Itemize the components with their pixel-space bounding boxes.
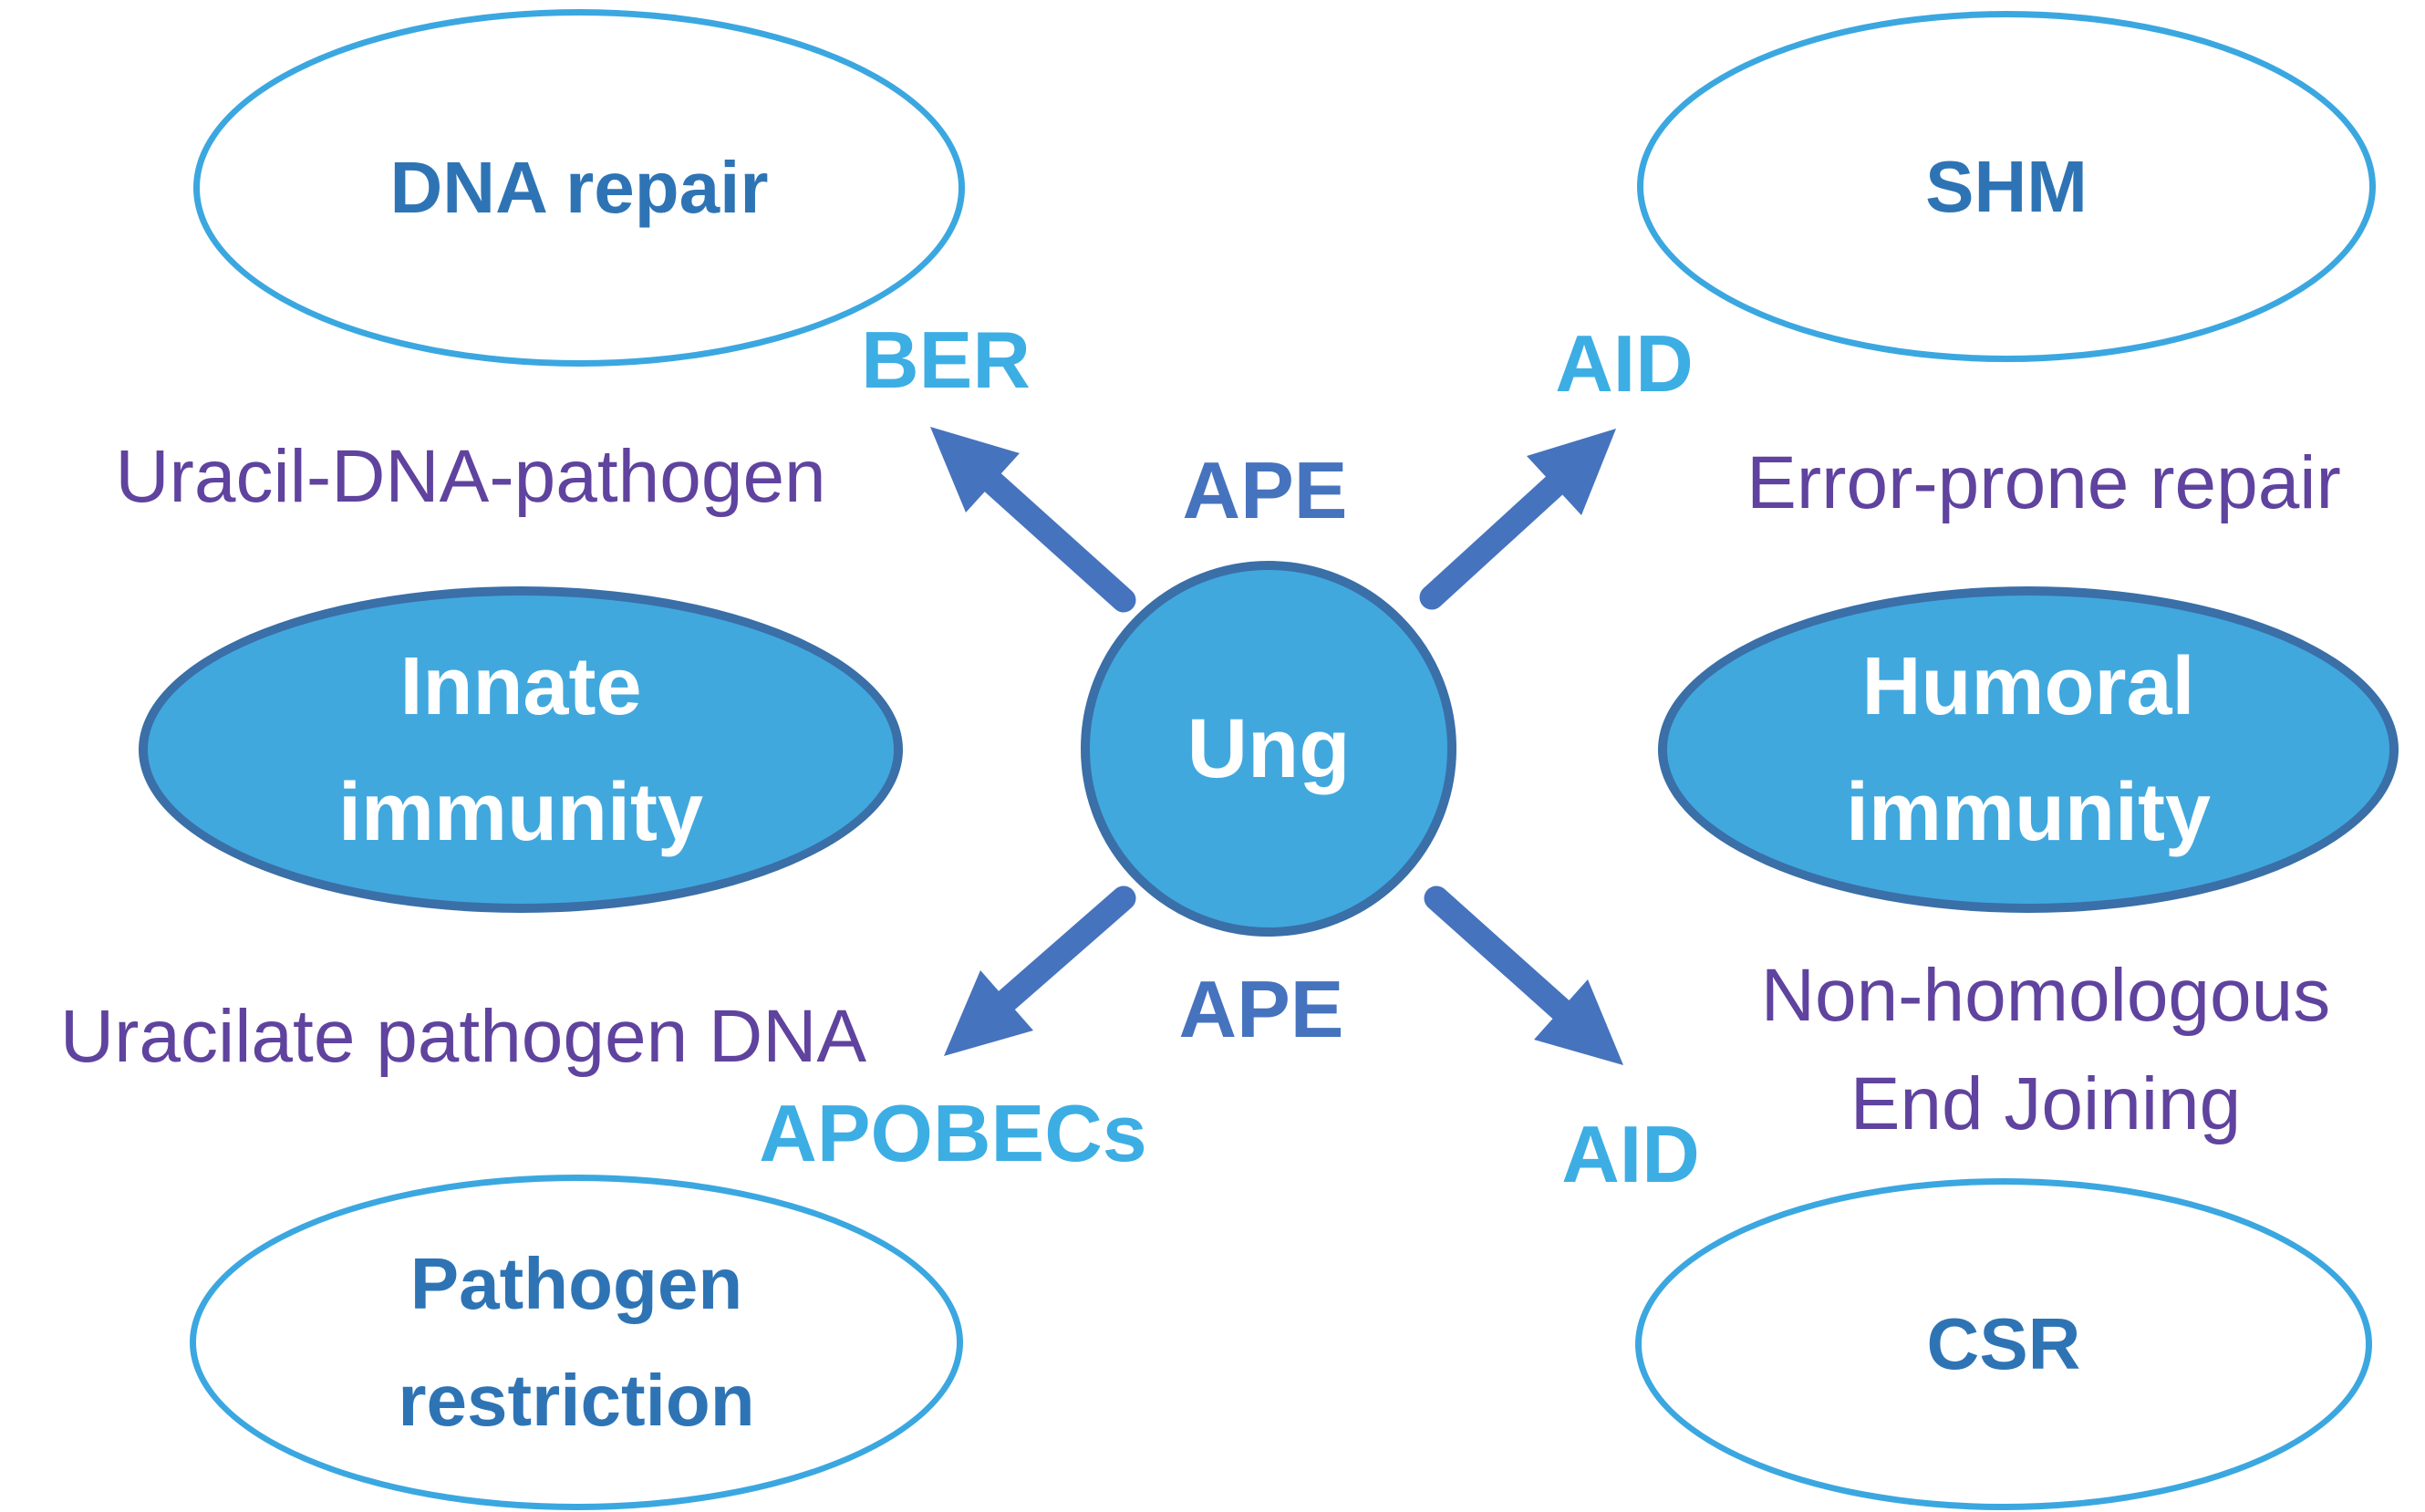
node-innate-immunity-line2: immunity (337, 767, 704, 858)
node-humoral-immunity: Humoral immunity (1658, 586, 2399, 913)
node-csr: CSR (1635, 1178, 2372, 1510)
arrow-ung-to-aid-bottom-head (1534, 979, 1623, 1065)
node-pathogen-restriction-line2: restriction (398, 1360, 755, 1441)
label-apobecs: APOBECs (759, 1088, 1147, 1178)
annotation-uracil-dna-pathogen: Uracil-DNA-pathogen (115, 435, 826, 518)
arrow-ung-to-apobecs (944, 885, 1136, 1056)
node-humoral-immunity-line1: Humoral (1861, 641, 2195, 732)
arrow-ung-to-aid-top (1419, 429, 1616, 610)
arrow-ung-to-ber-head (930, 427, 1020, 513)
node-dna-repair-label: DNA repair (389, 147, 769, 228)
node-innate-immunity-line1: Innate (399, 641, 642, 732)
node-shm-label: SHM (1925, 145, 2088, 227)
node-shm: SHM (1637, 11, 2376, 362)
node-humoral-immunity-line2: immunity (1845, 767, 2212, 858)
label-ape-top: APE (1182, 445, 1348, 535)
annotation-nhej-line1: Non-homologous (1760, 954, 2331, 1038)
arrow-ung-to-apobecs-head (944, 970, 1033, 1056)
arrow-ung-to-ber (930, 427, 1136, 613)
label-aid-top: AID (1555, 318, 1694, 409)
arrow-ung-to-apobecs-shaft (980, 885, 1136, 1025)
annotation-error-prone-repair: Error-prone repair (1746, 441, 2341, 524)
node-csr-label: CSR (1926, 1303, 2081, 1384)
arrow-ung-to-aid-top-head (1527, 429, 1616, 515)
node-ung-label: Ung (1187, 702, 1351, 795)
node-ung-center: Ung (1081, 561, 1456, 937)
arrow-ung-to-aid-bottom (1424, 885, 1623, 1065)
label-ber: BER (861, 315, 1031, 405)
label-ape-bottom: APE (1178, 964, 1344, 1054)
node-pathogen-restriction-line1: Pathogen (409, 1243, 743, 1324)
arrow-ung-to-aid-bottom-shaft (1424, 885, 1587, 1034)
label-aid-bottom: AID (1561, 1109, 1700, 1199)
arrow-ung-to-ber-shaft (967, 458, 1136, 613)
node-dna-repair: DNA repair (193, 9, 965, 367)
annotation-nhej-line2: End Joining (1850, 1062, 2242, 1145)
arrow-ung-to-aid-top-shaft (1419, 461, 1580, 610)
node-pathogen-restriction: Pathogen restriction (190, 1175, 963, 1510)
node-innate-immunity: Innate immunity (139, 586, 903, 913)
annotation-uracilate-pathogen-dna: Uracilate pathogen DNA (59, 995, 867, 1078)
annotation-non-homologous-end-joining: Non-homologous End Joining (1761, 942, 2331, 1159)
